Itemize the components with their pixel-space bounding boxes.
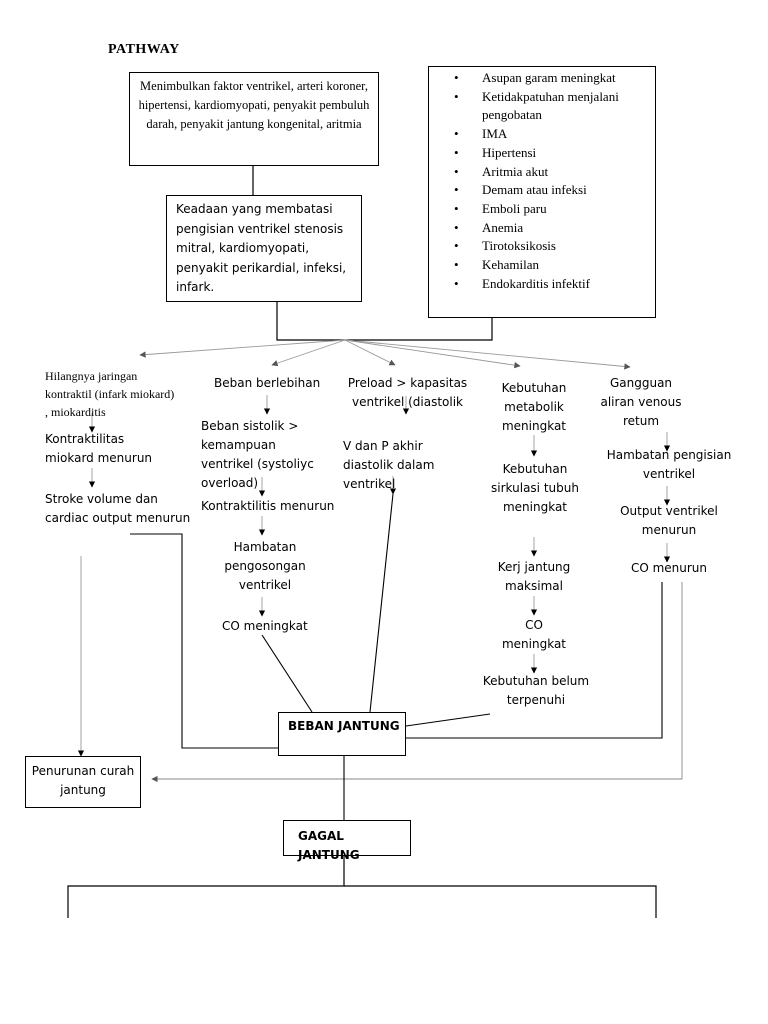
- risk-item: Aritmia akut: [436, 163, 658, 182]
- col4-unmet-need: Kebutuhan belum terpenuhi: [482, 674, 590, 707]
- gagal-jantung-label: GAGAL JANTUNG: [298, 829, 360, 862]
- col4-metabolic-need: Kebutuhan metabolik meningkat: [501, 381, 567, 433]
- connector-merge: [276, 302, 493, 341]
- condition-box-text: Keadaan yang membatasi pengisian ventrik…: [176, 202, 347, 294]
- risk-item: Demam atau infeksi: [436, 181, 658, 200]
- col5-co-down: CO menurun: [630, 561, 708, 575]
- fan-arrow-col5: [344, 339, 631, 370]
- col5-to-beban: [406, 582, 663, 739]
- col2-emptying-obstruction: Hambatan pengosongan ventrikel: [224, 540, 306, 592]
- risk-item: IMA: [436, 125, 658, 144]
- col4-co-up: CO meningkat: [501, 618, 567, 651]
- col5-filling-obstruction: Hambatan pengisian ventrikel: [606, 448, 732, 481]
- fan-arrow-col1: [139, 339, 346, 358]
- page-title: PATHWAY: [108, 42, 180, 57]
- col4-max-work: Kerj jantung maksimal: [497, 560, 571, 593]
- gagal-branch: [67, 856, 345, 918]
- col1-tissue-loss: Hilangnya jaringan kontraktil (infark mi…: [45, 369, 175, 419]
- risk-item: Emboli paru: [436, 200, 658, 219]
- risk-item: Kehamilan: [436, 256, 658, 275]
- col1-to-beban: [130, 533, 278, 749]
- risk-item: Tirotoksikosis: [436, 237, 658, 256]
- gagal-branch-right: [344, 885, 657, 918]
- fan-arrow-col2: [271, 339, 346, 367]
- col2-systolic-overload: Beban sistolik > kemampuan ventrikel (sy…: [201, 419, 314, 490]
- col2-overload: Beban berlebihan: [214, 376, 321, 390]
- col2-co-up: CO meningkat: [222, 619, 308, 633]
- col2-to-beban: [261, 634, 313, 713]
- col5-output-down: Output ventrikel menurun: [620, 504, 718, 537]
- col2-contractility-down: Kontraktilitis menurun: [201, 499, 335, 513]
- gagal-jantung-box: GAGAL JANTUNG: [283, 820, 411, 862]
- risk-item: Hipertensi: [436, 144, 658, 163]
- risk-item: Asupan garam meningkat: [436, 69, 658, 88]
- col5-venous-return: Gangguan aliran venous retum: [600, 376, 682, 428]
- col3-to-beban: [369, 493, 394, 713]
- top-left-box-text: Menimbulkan faktor ventrikel, arteri kor…: [138, 79, 370, 131]
- col3-end-diastolic: V dan P akhir diastolik dalam ventrikel: [343, 439, 435, 491]
- beban-jantung-label: BEBAN JANTUNG: [288, 719, 400, 733]
- risk-item: Endokarditis infektif: [436, 275, 658, 294]
- condition-box: Keadaan yang membatasi pengisian ventrik…: [166, 195, 362, 302]
- risk-factor-list: Asupan garam meningkat Ketidakpatuhan me…: [436, 69, 658, 293]
- risk-item: Anemia: [436, 219, 658, 238]
- penurunan-label: Penurunan curah jantung: [31, 764, 135, 797]
- fan-arrow-col4: [344, 339, 521, 369]
- penurunan-box: Penurunan curah jantung: [25, 756, 141, 808]
- risk-item: Ketidakpatuhan menjalani pengobatan: [436, 88, 658, 125]
- col3-preload: Preload > kapasitas ventrikel (diastolik: [347, 376, 468, 409]
- col1-stroke-volume-down: Stroke volume dan cardiac output menurun: [45, 492, 191, 525]
- col4-to-beban: [405, 713, 491, 727]
- fan-arrow-col3: [344, 339, 396, 366]
- beban-jantung-box: BEBAN JANTUNG: [278, 712, 406, 756]
- top-left-box: Menimbulkan faktor ventrikel, arteri kor…: [129, 72, 379, 166]
- col1-contractility-down: Kontraktilitas miokard menurun: [45, 432, 153, 465]
- col5-to-penurunan: [151, 582, 683, 783]
- col4-circulation-need: Kebutuhan sirkulasi tubuh meningkat: [491, 462, 579, 514]
